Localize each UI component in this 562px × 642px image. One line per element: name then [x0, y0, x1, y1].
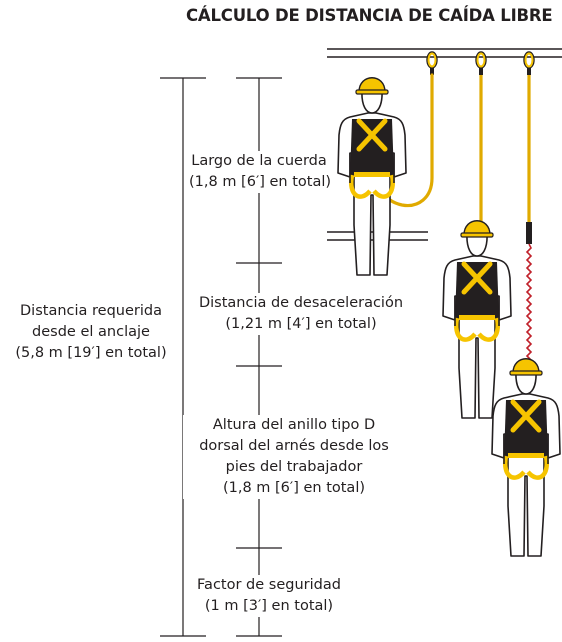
required-distance-line: (5,8 m [19′] en total): [15, 345, 167, 361]
segment-line: Distancia de desaceleración: [198, 295, 404, 311]
segment-line: (1,8 m [6′] en total): [222, 480, 366, 496]
required-distance-line: Distancia requerida: [20, 303, 162, 319]
segment-line: Altura del anillo tipo D: [212, 417, 376, 433]
required-distance-line: desde el anclaje: [32, 324, 150, 340]
segment-line: (1,21 m [4′] en total): [225, 316, 377, 332]
segment-line: Factor de seguridad: [197, 577, 341, 593]
segment-line: pies del trabajador: [225, 459, 363, 475]
segment-label-safety-factor: Factor de seguridad (1 m [3′] en total): [186, 575, 352, 617]
segment-line: (1,8 m [6′] en total): [189, 174, 332, 190]
segment-label-deceleration-distance: Distancia de desaceleración (1,21 m [4′]…: [187, 293, 415, 335]
segment-line: Largo de la cuerda: [191, 153, 327, 169]
diagram-title: CÁLCULO DE DISTANCIA DE CAÍDA LIBRE: [186, 6, 553, 25]
required-distance-label: Distancia requerida desde el anclaje (5,…: [0, 301, 182, 364]
segment-line: (1 m [3′] en total): [204, 598, 334, 614]
anchor-ring-icon: [426, 51, 535, 76]
segment-label-lanyard-length: Largo de la cuerda (1,8 m [6′] en total): [189, 151, 332, 193]
segment-label-d-ring-height: Altura del anillo tipo D dorsal del arné…: [183, 415, 405, 499]
segment-line: dorsal del arnés desde los: [199, 438, 389, 454]
required-distance-dimension: [160, 77, 206, 637]
